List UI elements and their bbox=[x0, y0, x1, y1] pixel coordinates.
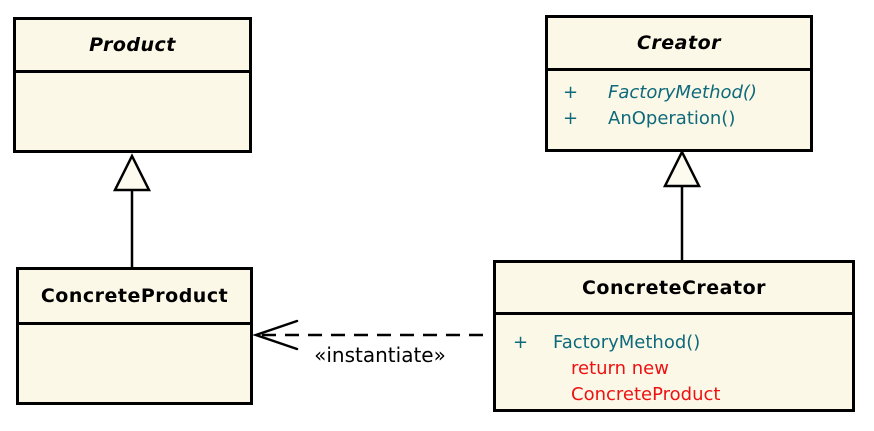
generalization-arrow-product bbox=[112, 153, 152, 268]
method-visibility: + bbox=[563, 108, 579, 129]
instantiate-arrow bbox=[252, 319, 492, 351]
class-title-concrete-creator: ConcreteCreator bbox=[496, 263, 852, 315]
class-title-creator: Creator bbox=[548, 18, 810, 71]
class-box-product: Product bbox=[13, 17, 252, 153]
method-visibility: + bbox=[563, 82, 579, 103]
class-body-concrete-creator: + FactoryMethod() return new ConcretePro… bbox=[496, 315, 852, 409]
class-body-creator: + FactoryMethod() + AnOperation() bbox=[548, 71, 810, 149]
class-body-concrete-product bbox=[19, 325, 250, 402]
class-title-product: Product bbox=[16, 20, 249, 73]
method-signature: AnOperation() bbox=[608, 108, 736, 129]
class-body-product bbox=[16, 73, 249, 150]
class-title-concrete-product: ConcreteProduct bbox=[19, 270, 250, 325]
class-box-creator: Creator + FactoryMethod() + AnOperation(… bbox=[545, 15, 813, 152]
class-box-concrete-creator: ConcreteCreator + FactoryMethod() return… bbox=[493, 260, 855, 412]
method-signature: FactoryMethod() bbox=[608, 82, 757, 103]
generalization-arrow-creator bbox=[662, 149, 702, 261]
instantiate-label: «instantiate» bbox=[314, 343, 446, 367]
class-box-concrete-product: ConcreteProduct bbox=[16, 267, 253, 405]
method-visibility: + bbox=[513, 332, 529, 353]
method-anoperation: + AnOperation() bbox=[548, 106, 810, 132]
pseudocode-note-line: return new bbox=[571, 358, 669, 379]
method-factorymethod-concrete: + FactoryMethod() bbox=[496, 330, 852, 356]
method-signature: FactoryMethod() bbox=[553, 332, 701, 353]
pseudocode-note-line: ConcreteProduct bbox=[571, 384, 721, 405]
method-factorymethod-abstract: + FactoryMethod() bbox=[548, 80, 810, 106]
